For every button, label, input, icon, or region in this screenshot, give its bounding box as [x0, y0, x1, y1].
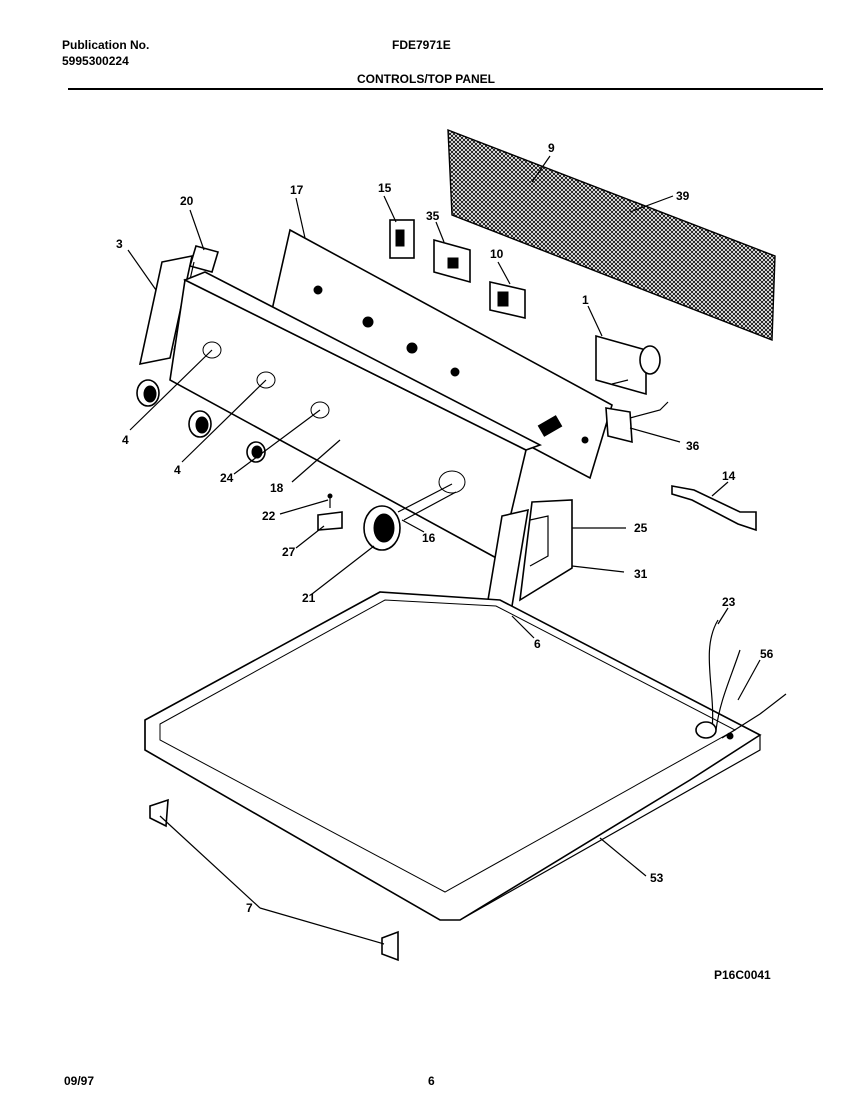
part-17-control-board [271, 228, 613, 480]
callout-6: 6 [534, 637, 541, 651]
callout-24: 24 [220, 471, 234, 485]
callout-18: 18 [270, 481, 284, 495]
callout-27: 27 [282, 545, 296, 559]
part-1-timer [595, 334, 661, 396]
callout-14: 14 [722, 469, 736, 483]
callout-21: 21 [302, 591, 316, 605]
part-36-bracket [605, 401, 669, 444]
callout-39: 39 [676, 189, 690, 203]
callout-17: 17 [290, 183, 304, 197]
part-10-switch [489, 280, 526, 320]
part-7-foot-a [149, 798, 169, 828]
callout-4b: 4 [174, 463, 181, 477]
drawing-code: P16C0041 [714, 968, 771, 982]
part-9-rear-panel [447, 128, 776, 342]
part-24-knob [246, 441, 266, 463]
leader-lines [127, 155, 761, 945]
part-16-shaft [397, 483, 457, 521]
part-4-knob-a [136, 379, 160, 407]
callout-10: 10 [490, 247, 504, 261]
part-23-wire-harness [695, 619, 741, 739]
model-number: FDE7971E [392, 38, 451, 52]
callout-20: 20 [180, 194, 194, 208]
callout-25: 25 [634, 521, 648, 535]
part-15-switch [389, 219, 415, 259]
callout-56: 56 [760, 647, 774, 661]
page-number: 6 [428, 1074, 435, 1088]
part-14-strap [671, 485, 757, 532]
callout-3: 3 [116, 237, 123, 251]
part-18-console [169, 271, 543, 562]
callout-35: 35 [426, 209, 440, 223]
section-title: CONTROLS/TOP PANEL [357, 72, 496, 86]
part-3-end-cap [138, 254, 194, 366]
part-35-switch [433, 238, 471, 284]
part-4-knob-b [188, 410, 212, 438]
callout-53: 53 [650, 871, 664, 885]
callout-23: 23 [722, 595, 736, 609]
callout-9: 9 [548, 141, 555, 155]
publication-label: Publication No. [62, 38, 150, 52]
part-27-bracket [317, 511, 343, 531]
callout-16: 16 [422, 531, 436, 545]
footer-date: 09/97 [64, 1074, 95, 1088]
part-53-top-panel [144, 591, 762, 921]
publication-number: 5995300224 [62, 54, 129, 68]
part-21-dial [363, 505, 401, 551]
callout-15: 15 [378, 181, 392, 195]
part-31-end-cap [519, 499, 573, 602]
callout-7: 7 [246, 901, 253, 915]
callout-31: 31 [634, 567, 648, 581]
callout-1: 1 [582, 293, 589, 307]
callout-22: 22 [262, 509, 276, 523]
callout-36: 36 [686, 439, 700, 453]
callout-4a: 4 [122, 433, 129, 447]
header-rule [68, 88, 823, 90]
part-56-cord [721, 693, 787, 740]
part-22-screw [327, 493, 333, 508]
part-7-foot-b [381, 930, 399, 962]
